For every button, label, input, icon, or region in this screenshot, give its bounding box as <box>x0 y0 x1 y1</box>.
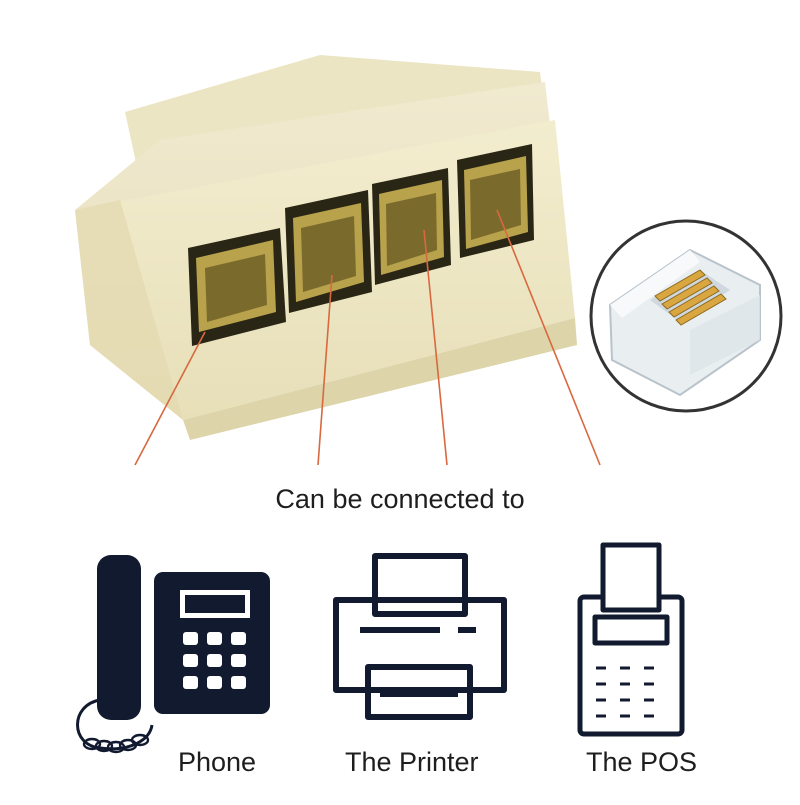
connection-caption: Can be connected to <box>275 484 525 514</box>
pointer-lines <box>134 209 601 466</box>
phone-label: Phone <box>178 747 257 777</box>
phone-icon <box>76 555 270 754</box>
rj11-socket-2 <box>285 190 372 313</box>
pos-label: The POS <box>586 747 698 777</box>
rj11-plug-closeup <box>589 219 783 413</box>
rj11-socket-4 <box>457 144 534 258</box>
pos-terminal-icon <box>577 542 685 737</box>
rj11-splitter-adapter <box>75 55 577 440</box>
rj11-socket-3 <box>372 168 451 285</box>
rj11-socket-1 <box>188 228 286 346</box>
printer-label: The Printer <box>345 747 479 777</box>
gold-pins <box>654 269 727 326</box>
printer-icon <box>333 553 507 720</box>
